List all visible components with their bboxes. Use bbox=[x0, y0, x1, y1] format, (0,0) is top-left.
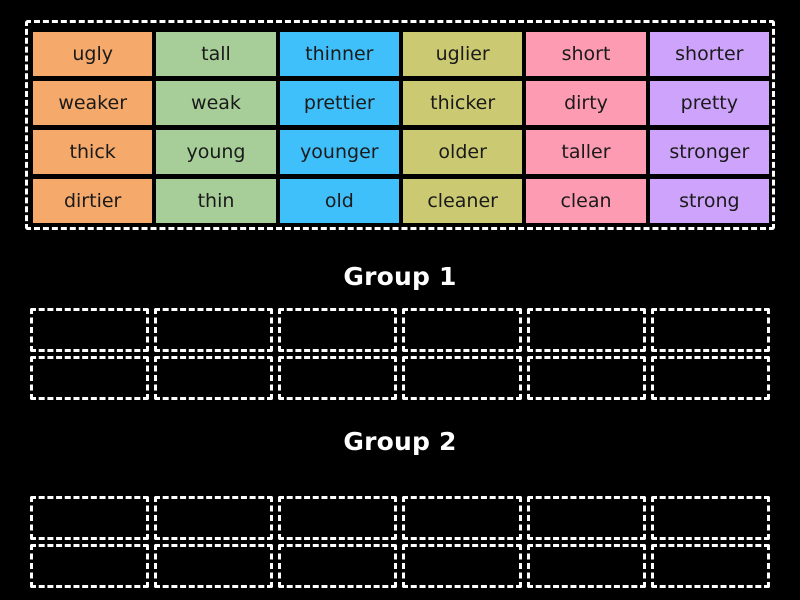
drop-slot[interactable] bbox=[278, 356, 398, 400]
drop-slot[interactable] bbox=[526, 496, 646, 540]
word-tile[interactable]: uglier bbox=[403, 32, 523, 76]
word-tile[interactable]: cleaner bbox=[403, 179, 523, 223]
drop-slot[interactable] bbox=[30, 544, 150, 588]
drop-slot[interactable] bbox=[30, 356, 150, 400]
word-tile[interactable]: dirty bbox=[526, 81, 646, 125]
drop-slot[interactable] bbox=[154, 544, 274, 588]
drop-slot[interactable] bbox=[30, 308, 150, 352]
word-tile[interactable]: weaker bbox=[33, 81, 153, 125]
word-tile[interactable]: older bbox=[403, 130, 523, 174]
drop-slot[interactable] bbox=[278, 308, 398, 352]
group-2-dropzone-grid bbox=[30, 496, 770, 588]
word-tile[interactable]: dirtier bbox=[33, 179, 153, 223]
drop-slot[interactable] bbox=[650, 356, 770, 400]
word-tile[interactable]: old bbox=[279, 179, 399, 223]
word-tile[interactable]: stronger bbox=[649, 130, 769, 174]
word-tile[interactable]: short bbox=[526, 32, 646, 76]
word-tile[interactable]: tall bbox=[156, 32, 276, 76]
word-tile[interactable]: younger bbox=[279, 130, 399, 174]
drop-slot[interactable] bbox=[30, 496, 150, 540]
drop-slot[interactable] bbox=[526, 544, 646, 588]
drop-slot[interactable] bbox=[402, 308, 522, 352]
drop-slot[interactable] bbox=[278, 544, 398, 588]
drop-slot[interactable] bbox=[154, 356, 274, 400]
group-1-title: Group 1 bbox=[343, 262, 457, 291]
drop-slot[interactable] bbox=[526, 356, 646, 400]
drop-slot[interactable] bbox=[650, 496, 770, 540]
drop-slot[interactable] bbox=[526, 308, 646, 352]
word-tile[interactable]: prettier bbox=[279, 81, 399, 125]
word-tile[interactable]: ugly bbox=[33, 32, 153, 76]
word-tile[interactable]: strong bbox=[649, 179, 769, 223]
word-tile[interactable]: clean bbox=[526, 179, 646, 223]
drop-slot[interactable] bbox=[402, 544, 522, 588]
drop-slot[interactable] bbox=[402, 356, 522, 400]
group-2-title: Group 2 bbox=[343, 427, 457, 456]
word-tile[interactable]: pretty bbox=[649, 81, 769, 125]
drop-slot[interactable] bbox=[278, 496, 398, 540]
word-tile[interactable]: weak bbox=[156, 81, 276, 125]
word-tile[interactable]: young bbox=[156, 130, 276, 174]
drop-slot[interactable] bbox=[154, 308, 274, 352]
word-tile[interactable]: thin bbox=[156, 179, 276, 223]
drop-slot[interactable] bbox=[650, 308, 770, 352]
drop-slot[interactable] bbox=[650, 544, 770, 588]
drop-slot[interactable] bbox=[154, 496, 274, 540]
word-tile[interactable]: taller bbox=[526, 130, 646, 174]
word-tile[interactable]: thicker bbox=[403, 81, 523, 125]
drop-slot[interactable] bbox=[402, 496, 522, 540]
group-1-dropzone-grid bbox=[30, 308, 770, 400]
word-tile[interactable]: thick bbox=[33, 130, 153, 174]
word-tile[interactable]: thinner bbox=[279, 32, 399, 76]
word-tile[interactable]: shorter bbox=[649, 32, 769, 76]
